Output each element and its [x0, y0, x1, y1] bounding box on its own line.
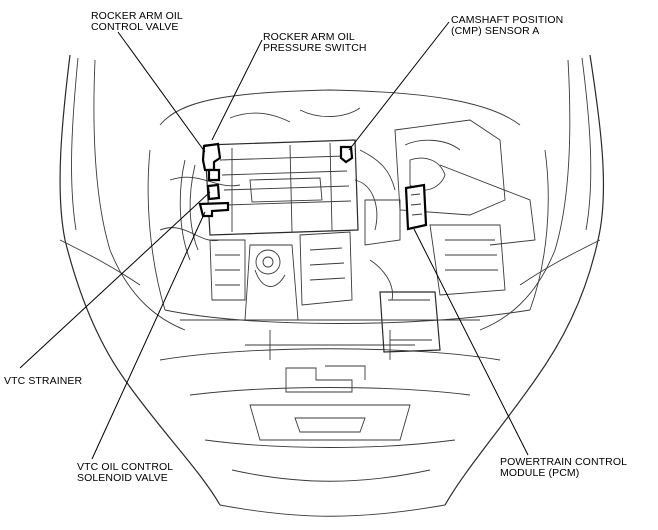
hoses-and-harness: [159, 107, 393, 301]
pcm-label: POWERTRAIN CONTROL MODULE (PCM): [500, 456, 628, 479]
vtc-strainer-part: [206, 183, 221, 201]
rocker-arm-oil-pressure-switch-part: [207, 168, 221, 182]
vtc-strainer-label: VTC STRAINER: [4, 375, 83, 387]
air-cleaner-assembly: [359, 119, 536, 296]
vehicle-body-outline: [59, 54, 605, 517]
pcm-part: [404, 183, 428, 231]
rocker-arm-oil-control-valve-part: [201, 142, 222, 172]
engine-bay-frame: [147, 89, 549, 324]
engine-block: [179, 139, 359, 321]
cmp-sensor-label: CAMSHAFT POSITION (CMP) SENSOR A: [451, 14, 564, 37]
vtc-oil-control-solenoid-valve-label: VTC OIL CONTROL SOLENOID VALVE: [77, 461, 174, 484]
front-grille: [245, 330, 415, 441]
rocker-arm-oil-pressure-switch-label: ROCKER ARM OIL PRESSURE SWITCH: [263, 31, 367, 54]
leader-lines: [19, 21, 529, 460]
cmp-sensor-part: [339, 145, 354, 164]
battery-box: [379, 291, 441, 353]
rocker-arm-oil-control-valve-label: ROCKER ARM OIL CONTROL VALVE: [91, 10, 183, 33]
